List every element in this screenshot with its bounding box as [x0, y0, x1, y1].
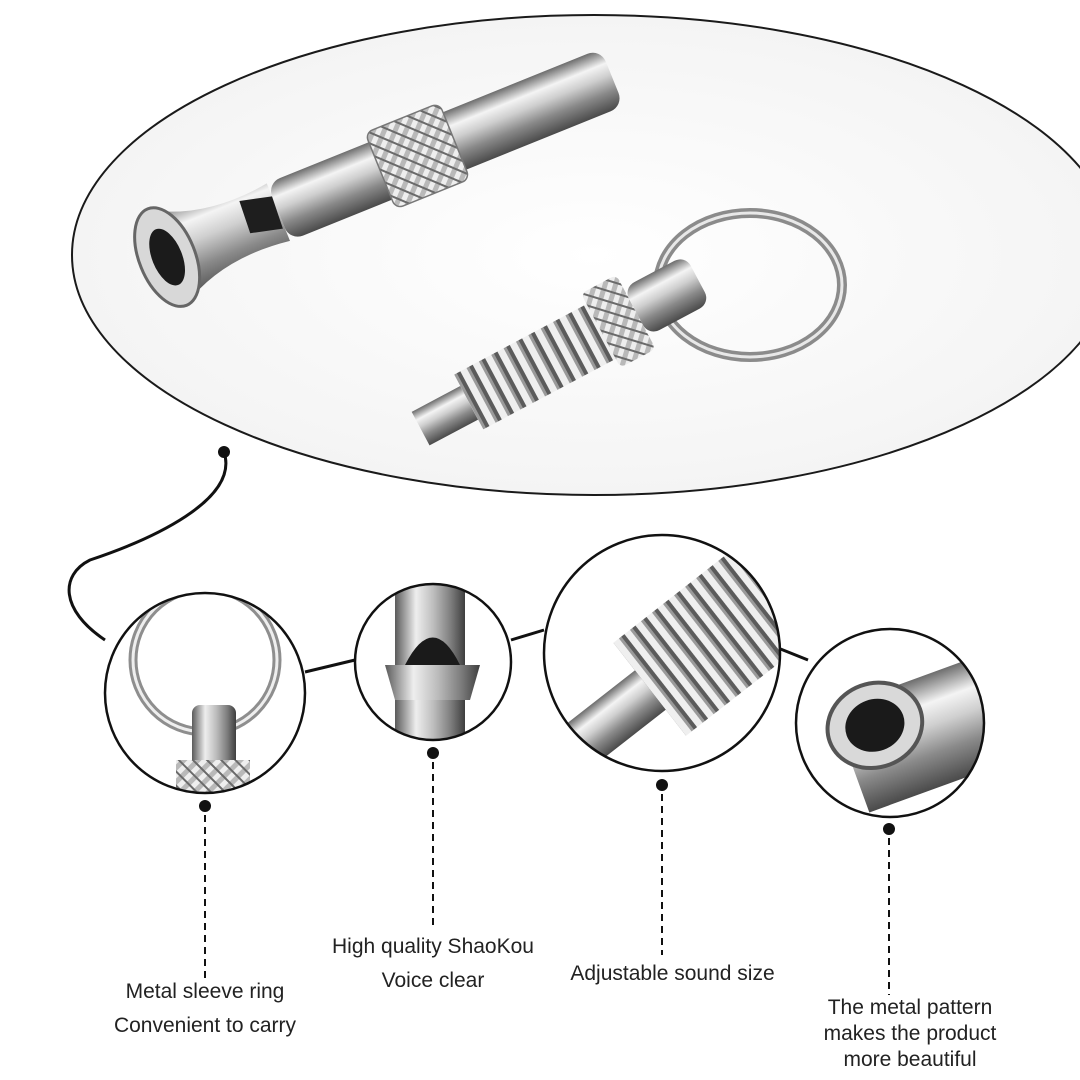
label-high-quality: High quality ShaoKou Voice clear: [298, 930, 568, 998]
label-line: Adjustable sound size: [570, 962, 775, 985]
label-line: The metal pattern: [827, 996, 993, 1019]
label-metal-sleeve-ring: Metal sleeve ring Convenient to carry: [80, 975, 330, 1043]
adjuster-screw: [411, 208, 847, 446]
main-product-ellipse: [71, 14, 1080, 496]
detail-circle-mouthpiece: [353, 582, 513, 742]
detail-circle-thread: [542, 533, 782, 773]
label-line: Voice clear: [381, 969, 485, 992]
label-adjustable-sound: Adjustable sound size: [540, 957, 805, 991]
label-line: Metal sleeve ring: [125, 980, 285, 1003]
whistle-body: [133, 52, 620, 308]
detail-circle-pattern: [794, 627, 986, 819]
label-line: more beautiful: [843, 1048, 977, 1071]
label-line: High quality ShaoKou: [332, 935, 534, 958]
detail-circle-ring: [103, 591, 307, 795]
label-metal-pattern: The metal pattern makes the product more…: [790, 995, 1030, 1073]
label-line: makes the product: [823, 1022, 997, 1045]
label-line: Convenient to carry: [113, 1014, 297, 1037]
leader-lines: [199, 747, 895, 995]
